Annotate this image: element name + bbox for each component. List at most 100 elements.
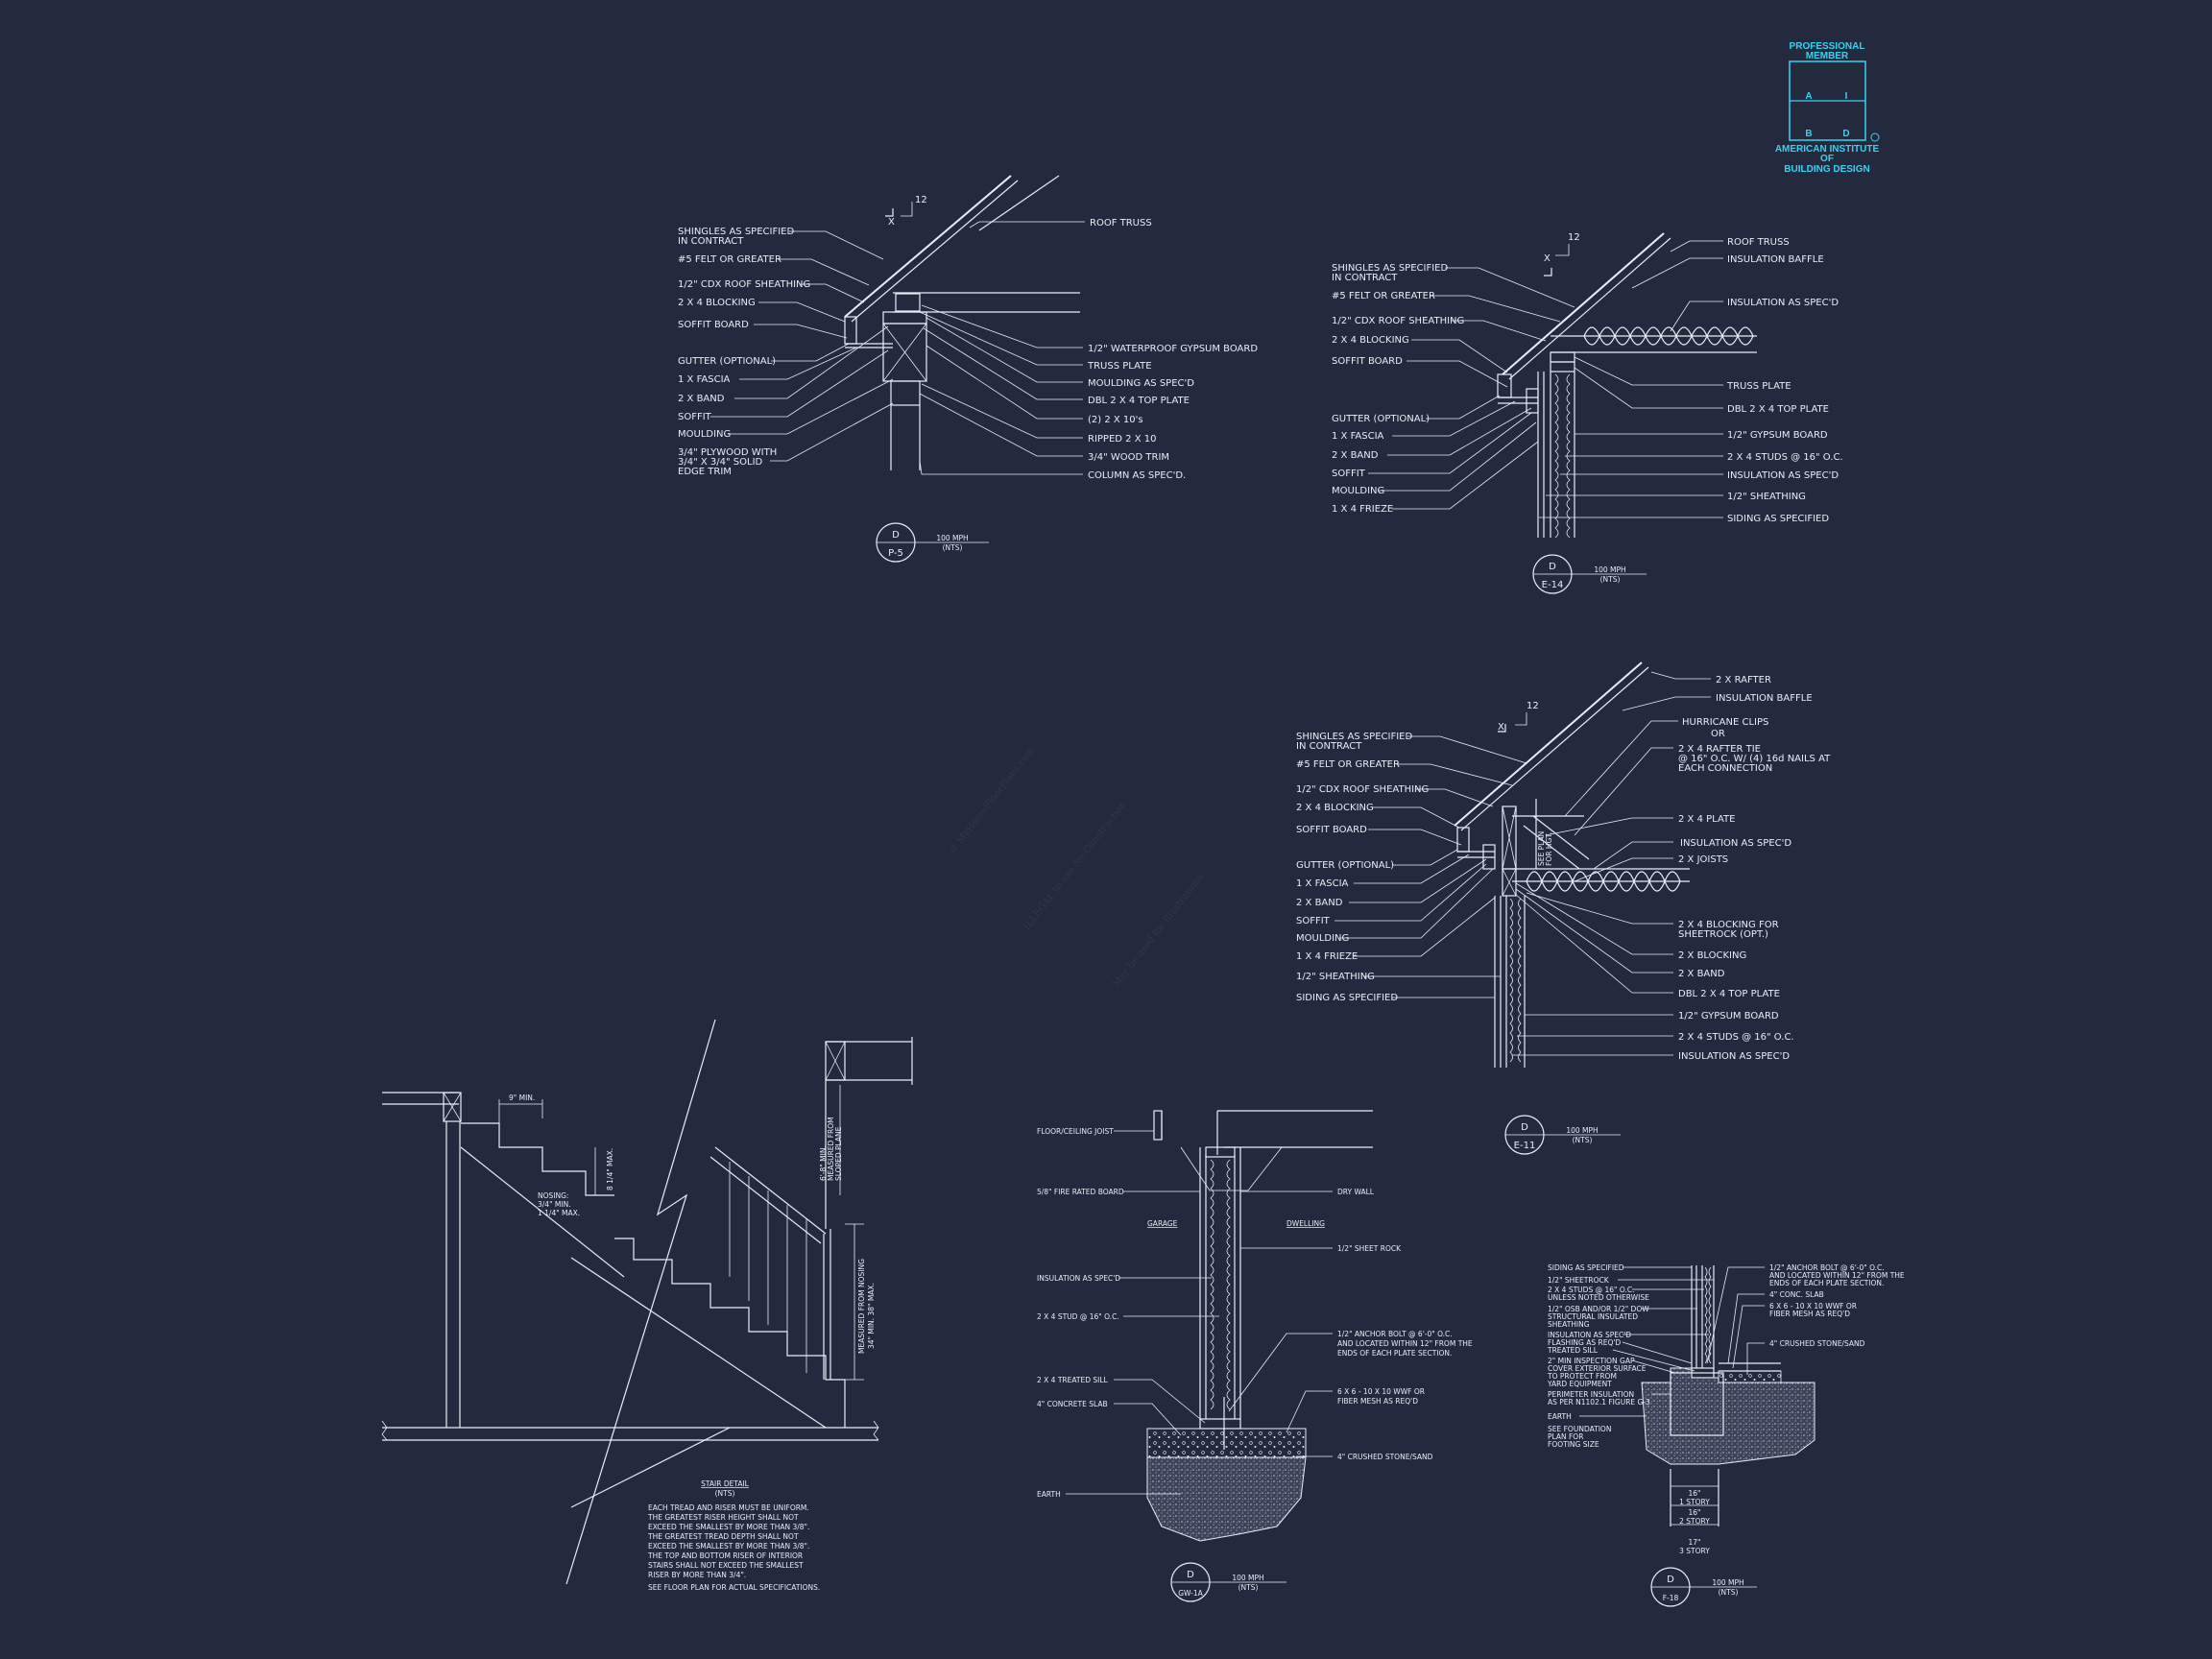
logo-letter-i: I	[1845, 91, 1848, 102]
p5-label: SOFFIT	[678, 412, 712, 422]
e14-label: INSULATION AS SPEC'D	[1727, 470, 1839, 481]
f18-label: SEE FOUNDATION	[1548, 1425, 1611, 1433]
stair-riser-max: 8 1/4" MAX.	[606, 1148, 614, 1190]
e14-tag-scale: (NTS)	[1600, 575, 1621, 584]
e14-label: 2 X 4 BLOCKING	[1332, 335, 1409, 346]
gw1a-side-dwelling: DWELLING	[1286, 1219, 1325, 1228]
f18-label: PERIMETER INSULATION	[1548, 1390, 1634, 1399]
e11-label: GUTTER (OPTIONAL)	[1296, 860, 1394, 871]
stair-headroom-3: SLOPED PLANE	[834, 1126, 843, 1181]
e11-pitch: 12	[1527, 701, 1539, 711]
gw1a-drawing: GARAGE DWELLING	[1146, 1110, 1373, 1542]
watermark-line-3: May be used for Illustrations	[1111, 872, 1206, 989]
logo-top-2: MEMBER	[1806, 51, 1849, 61]
e11-label: 2 X 4 BLOCKING	[1296, 803, 1374, 813]
watermark-line-2: ILLEGAL to use for Construction	[1022, 799, 1129, 932]
e11-label: 2 X RAFTER	[1716, 675, 1771, 685]
p5-pitch: 12	[915, 195, 927, 205]
e11-label: DBL 2 X 4 TOP PLATE	[1678, 989, 1780, 999]
e14-label: 1/2" SHEATHING	[1727, 492, 1806, 502]
e11-label: INSULATION AS SPEC'D	[1678, 1051, 1790, 1062]
stair-scale: (NTS)	[715, 1489, 735, 1498]
gw1a-label: 2 X 4 STUD @ 16" O.C.	[1037, 1312, 1119, 1321]
e14-label: SOFFIT	[1332, 469, 1366, 479]
detail-e14: X 12 SHINGLES AS SPECIFIED IN CONTRACT #…	[1332, 232, 1843, 594]
detail-p5: X 12 SHINGLES AS SPECIFIED IN CONTRACT #…	[678, 175, 1258, 563]
e14-drawing: X 12	[1497, 232, 1757, 539]
e14-label: 1 X FASCIA	[1332, 431, 1384, 442]
f18-label: 4" CRUSHED STONE/SAND	[1769, 1339, 1865, 1348]
f18-tag-top: D	[1667, 1575, 1674, 1585]
f18-label: INSULATION AS SPEC'D	[1548, 1331, 1631, 1339]
f18-right-labels: 1/2" ANCHOR BOLT @ 6'-0" O.C. AND LOCATE…	[1769, 1263, 1905, 1348]
gw1a-label: 2 X 4 TREATED SILL	[1037, 1376, 1109, 1384]
f18-label: TO PROTECT FROM	[1547, 1372, 1617, 1381]
e11-label: SOFFIT	[1296, 916, 1331, 926]
e14-label: #5 FELT OR GREATER	[1332, 291, 1435, 301]
f18-width-label: 1 STORY	[1679, 1498, 1710, 1506]
e11-label: OR	[1711, 729, 1725, 739]
gw1a-label: FIBER MESH AS REQ'D	[1337, 1397, 1418, 1406]
p5-right-leaders	[919, 221, 1085, 475]
e11-tag-scale: (NTS)	[1573, 1136, 1593, 1144]
gw1a-tag-wind: 100 MPH	[1232, 1574, 1263, 1582]
stair-note: EXCEED THE SMALLEST BY MORE THAN 3/8".	[648, 1542, 809, 1551]
e11-label: SHINGLES AS SPECIFIED	[1296, 732, 1412, 742]
stair-note: RISER BY MORE THAN 3/4".	[648, 1571, 746, 1579]
gw1a-left-leaders	[1066, 1130, 1219, 1495]
f18-width-label: 2 STORY	[1679, 1517, 1710, 1526]
f18-width-label: 16"	[1689, 1508, 1701, 1517]
e11-left-leaders	[1334, 735, 1527, 998]
e14-label: MOULDING	[1332, 486, 1384, 496]
p5-label: 2 X BAND	[678, 394, 725, 404]
gw1a-label: ENDS OF EACH PLATE SECTION.	[1337, 1349, 1452, 1358]
f18-label: 1/2" OSB AND/OR 1/2" DOW	[1548, 1305, 1649, 1313]
logo-top-1: PROFESSIONAL	[1790, 41, 1865, 52]
e11-tag-wind: 100 MPH	[1566, 1126, 1598, 1135]
f18-label: YARD EQUIPMENT	[1547, 1380, 1612, 1388]
gw1a-label: FLOOR/CEILING JOIST	[1037, 1127, 1114, 1136]
gw1a-right-labels: DRY WALL 1/2" SHEET ROCK 1/2" ANCHOR BOL…	[1337, 1188, 1473, 1461]
f18-label: AS PER N1102.1 FIGURE G-3	[1548, 1398, 1650, 1407]
stair-note: EXCEED THE SMALLEST BY MORE THAN 3/8".	[648, 1523, 809, 1531]
watermark: © MyHomeFloorPlans.com ILLEGAL to use fo…	[947, 745, 1206, 990]
p5-label: SOFFIT BOARD	[678, 320, 749, 330]
e11-detail-tag: D E-11 100 MPH (NTS)	[1504, 1115, 1621, 1155]
e14-label: SIDING AS SPECIFIED	[1727, 514, 1829, 524]
e11-label: #5 FELT OR GREATER	[1296, 759, 1400, 770]
stair-nosing-min: 3/4" MIN.	[538, 1200, 571, 1209]
f18-label: FOOTING SIZE	[1548, 1440, 1599, 1449]
f18-label: 2 X 4 STUDS @ 16" O.C.	[1548, 1286, 1634, 1294]
f18-left-labels: SIDING AS SPECIFIED 1/2" SHEETROCK 2 X 4…	[1547, 1263, 1650, 1449]
e11-label: 2 X BAND	[1296, 898, 1343, 908]
e11-tag-top: D	[1521, 1122, 1528, 1133]
logo-bottom-3: BUILDING DESIGN	[1784, 164, 1869, 175]
e11-label: 2 X 4 STUDS @ 16" O.C.	[1678, 1032, 1794, 1043]
e14-label: 1 X 4 FRIEZE	[1332, 504, 1393, 515]
e14-label: 2 X BAND	[1332, 450, 1379, 461]
f18-drawing	[1641, 1265, 1815, 1527]
detail-stair: 9" MIN. 8 1/4" MAX. NOSING: 3/4" MIN. 1 …	[381, 1019, 913, 1592]
e11-label: INSULATION BAFFLE	[1716, 693, 1813, 704]
e11-label: @ 16" O.C. W/ (4) 16d NAILS AT	[1678, 754, 1831, 764]
e14-label: SHINGLES AS SPECIFIED	[1332, 263, 1448, 274]
e11-label: MOULDING	[1296, 933, 1349, 944]
f18-label: SHEATHING	[1548, 1320, 1590, 1329]
gw1a-label: INSULATION AS SPEC'D	[1037, 1274, 1120, 1283]
f18-label: UNLESS NOTED OTHERWISE	[1548, 1293, 1649, 1302]
p5-label: GUTTER (OPTIONAL)	[678, 356, 776, 367]
e14-label: INSULATION AS SPEC'D	[1727, 298, 1839, 308]
e11-label: 2 X JOISTS	[1678, 854, 1728, 865]
e11-vertical-1: SEE PLAN	[1537, 831, 1546, 866]
stair-note: EACH TREAD AND RISER MUST BE UNIFORM.	[648, 1503, 809, 1512]
e14-tag-wind: 100 MPH	[1594, 565, 1625, 574]
e14-left-labels: SHINGLES AS SPECIFIED IN CONTRACT #5 FEL…	[1332, 263, 1464, 515]
e11-label: SIDING AS SPECIFIED	[1296, 993, 1398, 1003]
gw1a-tag-scale: (NTS)	[1238, 1583, 1259, 1592]
p5-x: X	[888, 217, 895, 228]
stair-drawing	[381, 1019, 913, 1585]
e11-vertical-2: FOR HGT.	[1545, 832, 1553, 866]
gw1a-detail-tag: D GW-1A 100 MPH (NTS)	[1170, 1562, 1286, 1602]
e11-label: 1 X FASCIA	[1296, 878, 1349, 889]
e11-tag-bottom: E-11	[1514, 1141, 1536, 1151]
